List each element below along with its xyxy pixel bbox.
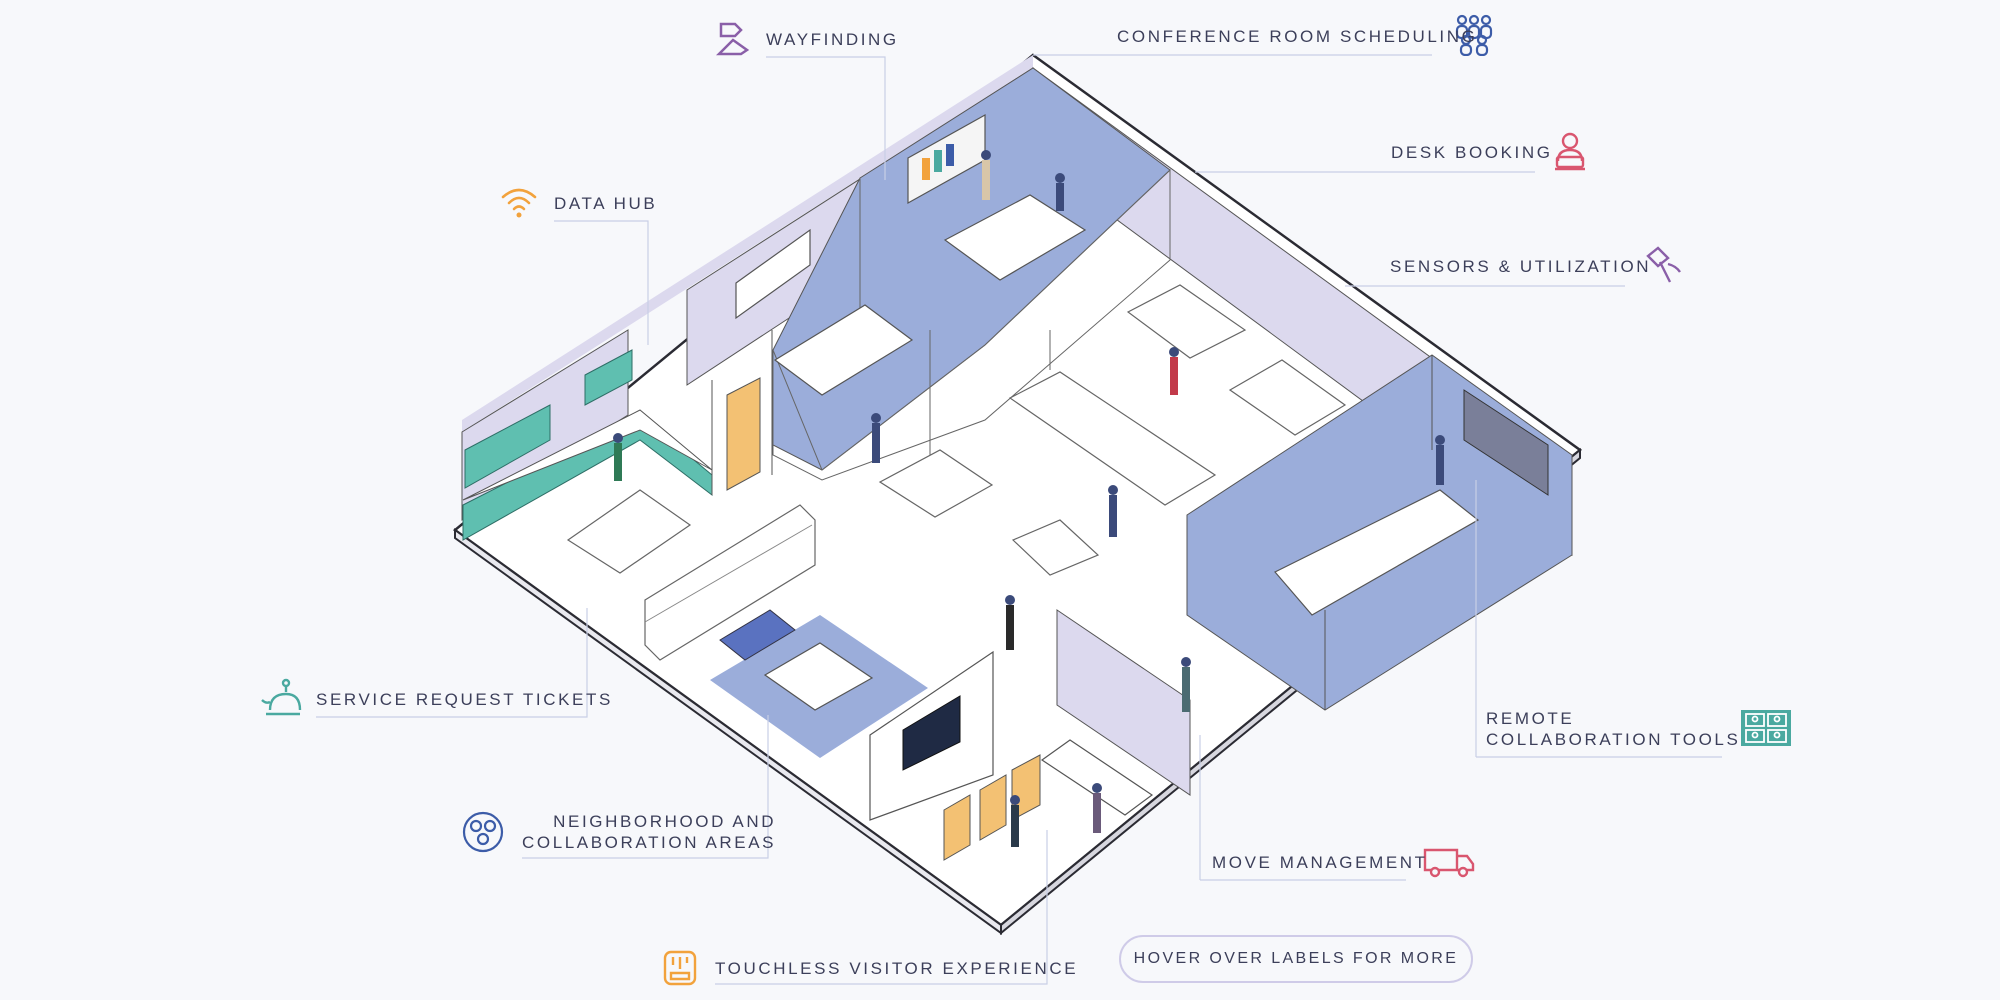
top-conference-table <box>943 194 1087 281</box>
label-remote-collaboration-tools[interactable]: REMOTE COLLABORATION TOOLS <box>1486 708 1740 750</box>
people <box>613 150 1445 847</box>
label-remote-line1: REMOTE <box>1486 709 1575 728</box>
entry-door <box>726 377 761 491</box>
desk-cluster-1 <box>1126 284 1247 359</box>
van-icon[interactable] <box>1423 844 1475 878</box>
standalone-table <box>1011 519 1100 576</box>
left-conference-table <box>773 304 914 396</box>
right-conference-table <box>1274 489 1480 616</box>
touchless-chip-icon[interactable] <box>662 949 698 987</box>
group-people-icon[interactable] <box>1452 14 1496 56</box>
label-sensors-utilization[interactable]: SENSORS & UTILIZATION <box>1390 257 1652 276</box>
video-grid-icon[interactable] <box>1740 709 1792 747</box>
label-touchless-visitor-experience[interactable]: TOUCHLESS VISITOR EXPERIENCE <box>715 959 1079 978</box>
lounge-coffee-table <box>763 642 874 711</box>
lounge-sofa <box>719 609 796 661</box>
hover-hint-pill[interactable]: HOVER OVER LABELS FOR MORE <box>1119 935 1473 983</box>
kitchen-table <box>566 489 692 574</box>
lavender-partition <box>1056 609 1191 796</box>
label-conference-room-scheduling[interactable]: CONFERENCE ROOM SCHEDULING <box>1117 27 1478 46</box>
label-service-request-tickets[interactable]: SERVICE REQUEST TICKETS <box>316 690 613 709</box>
kitchen-upper-cabinets <box>464 404 551 489</box>
media-wall-screen <box>902 695 961 771</box>
signpost-icon[interactable] <box>713 20 753 58</box>
service-bell-icon[interactable] <box>260 678 302 718</box>
label-desk-booking[interactable]: DESK BOOKING <box>1391 143 1553 162</box>
long-bench-desk <box>1008 371 1217 506</box>
video-wall-screen <box>1463 389 1549 496</box>
person-laptop-icon[interactable] <box>1553 131 1587 173</box>
wifi-icon[interactable] <box>500 185 538 219</box>
back-wall-left <box>462 55 1033 432</box>
sensor-icon[interactable] <box>1642 244 1684 286</box>
label-neighborhood-collaboration-areas[interactable]: NEIGHBORHOOD AND COLLABORATION AREAS <box>522 811 776 853</box>
label-move-management[interactable]: MOVE MANAGEMENT <box>1212 853 1428 872</box>
label-wayfinding[interactable]: WAYFINDING <box>766 30 899 49</box>
leader-lines <box>316 54 1722 985</box>
wall-whiteboard <box>735 228 811 320</box>
turnstile-gate-1 <box>943 794 971 861</box>
kitchen-upper-cabinets-2 <box>584 349 633 406</box>
neighborhood-icon[interactable] <box>462 811 504 853</box>
label-remote-line2: COLLABORATION TOOLS <box>1486 730 1741 749</box>
turnstile-gate-2 <box>979 774 1007 841</box>
label-data-hub[interactable]: DATA HUB <box>554 194 658 213</box>
shelving-unit <box>644 504 816 661</box>
label-neighborhood-line1: NEIGHBORHOOD AND <box>553 812 777 831</box>
desk-cluster-2 <box>1228 359 1347 436</box>
desk-cluster-3 <box>878 449 994 518</box>
label-neighborhood-line2: COLLABORATION AREAS <box>522 833 777 852</box>
